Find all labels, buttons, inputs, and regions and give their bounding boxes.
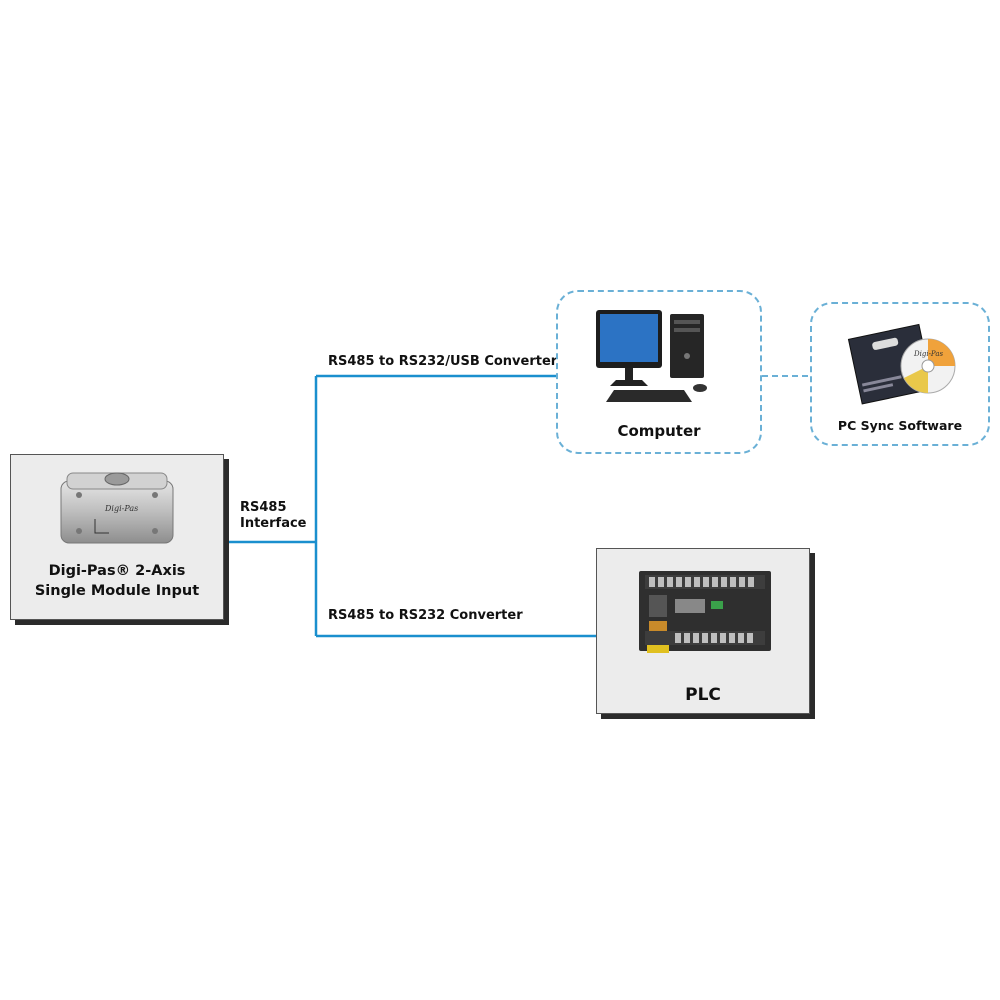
software-box-brand: Digi-Pas <box>913 350 944 358</box>
computer-box: Computer <box>556 290 762 454</box>
device-name-line1: Digi-Pas® 2-Axis <box>48 563 186 579</box>
plc-label: PLC <box>685 685 721 705</box>
computer-label: Computer <box>617 422 701 440</box>
usb-converter-label: RS485 to RS232/USB Converter <box>328 354 558 369</box>
interface-label-line1: RS485 <box>240 500 287 515</box>
digi-pas-module-image: Digi-Pas <box>60 472 174 544</box>
interface-label-line2: Interface <box>240 516 307 531</box>
device-name-line2: Single Module Input <box>34 583 200 599</box>
plc-image <box>639 571 771 653</box>
computer-image <box>596 310 707 402</box>
module-brand-mark: Digi-Pas <box>104 504 138 513</box>
software-label: PC Sync Software <box>837 418 963 433</box>
software-box: Digi-Pas PC Sync Software <box>810 302 990 446</box>
plc-box: PLC <box>596 548 810 714</box>
rs232-converter-label: RS485 to RS232 Converter <box>328 608 523 623</box>
software-package-image: Digi-Pas <box>847 323 956 405</box>
device-box: Digi-Pas Digi-Pas® 2-Axis Single Module … <box>10 454 224 620</box>
